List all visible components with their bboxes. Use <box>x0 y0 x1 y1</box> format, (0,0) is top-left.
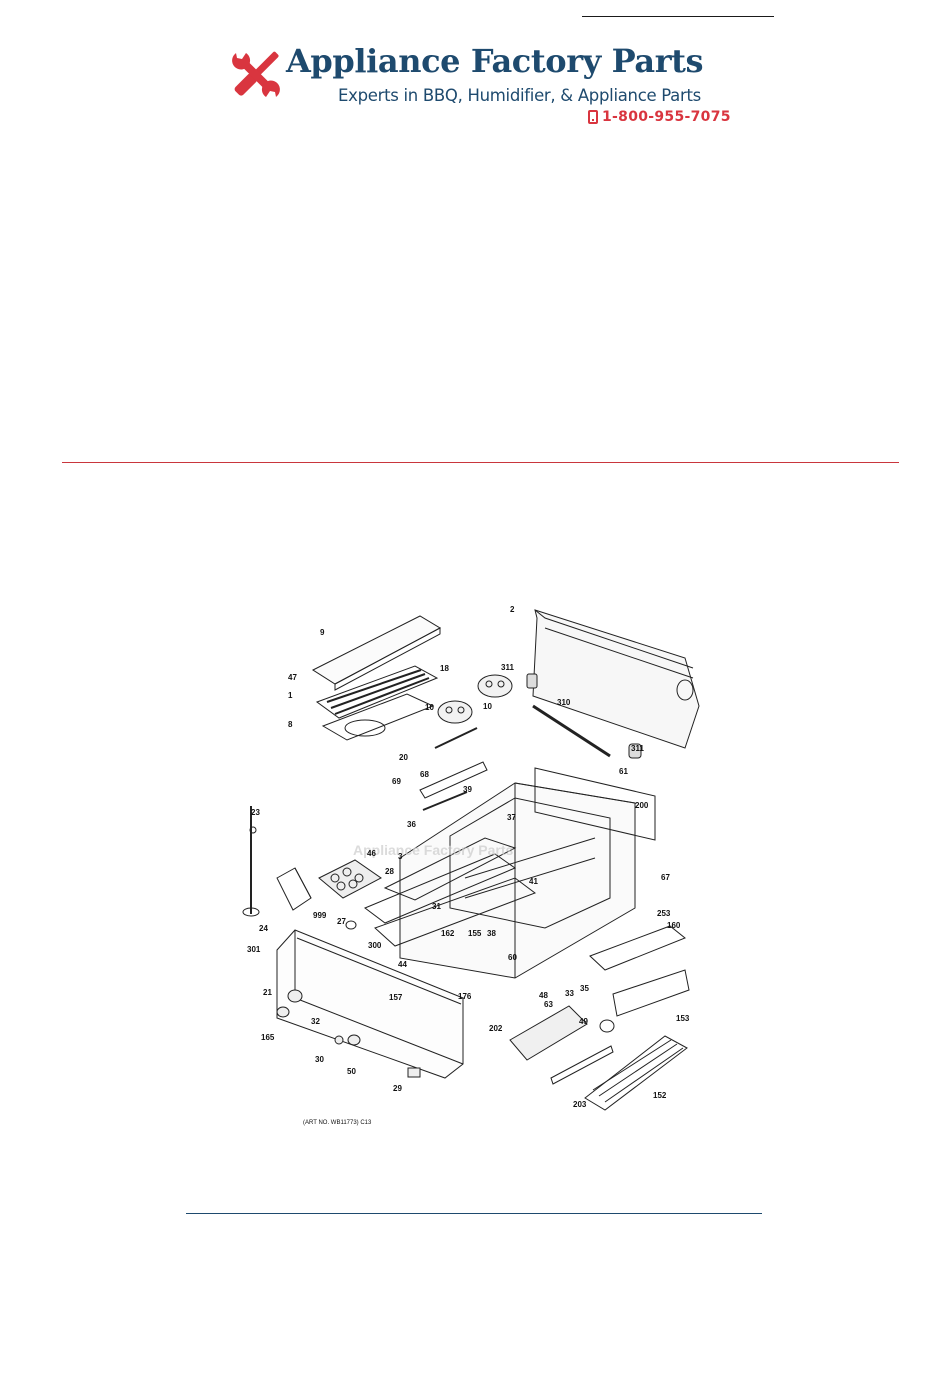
part-label-176: 176 <box>458 992 472 1001</box>
part-label-9: 9 <box>320 628 325 637</box>
part-label-202: 202 <box>489 1024 503 1033</box>
part-label-311: 311 <box>501 663 514 672</box>
part-label-60: 60 <box>508 953 517 962</box>
part-label-37: 37 <box>507 813 516 822</box>
part-label-30: 30 <box>315 1055 324 1064</box>
part-label-160: 160 <box>667 921 681 930</box>
footer-rule <box>186 1213 762 1214</box>
section-divider <box>62 462 899 463</box>
part-label-50: 50 <box>347 1067 356 1076</box>
part-label-153: 153 <box>676 1014 690 1023</box>
mobile-phone-icon <box>588 110 598 124</box>
part-label-27: 27 <box>337 917 346 926</box>
part-label-44: 44 <box>398 960 407 969</box>
part-label-69: 69 <box>392 777 401 786</box>
part-label-41: 41 <box>529 877 538 886</box>
part-label-28: 28 <box>385 867 394 876</box>
part-label-8: 8 <box>288 720 293 729</box>
phone-contact[interactable]: 1-800-955-7075 <box>588 109 731 125</box>
part-label-63: 63 <box>544 1000 553 1009</box>
part-label-157: 157 <box>389 993 403 1002</box>
part-label-29: 29 <box>393 1084 402 1093</box>
part-label-35: 35 <box>580 984 589 993</box>
part-label-200: 200 <box>635 801 649 810</box>
part-label-300: 300 <box>368 941 382 950</box>
wrench-screwdriver-icon <box>232 51 280 97</box>
part-label-253: 253 <box>657 909 671 918</box>
part-label-152: 152 <box>653 1091 667 1100</box>
part-label-68: 68 <box>420 770 429 779</box>
part-label-999: 999 <box>313 911 327 920</box>
top-rule <box>582 16 774 17</box>
part-label-48: 48 <box>539 991 548 1000</box>
part-label-67: 67 <box>661 873 670 882</box>
part-label-33: 33 <box>565 989 574 998</box>
part-label-36: 36 <box>407 820 416 829</box>
part-label-10: 10 <box>425 703 434 712</box>
phone-number[interactable]: 1-800-955-7075 <box>602 109 731 125</box>
part-label-301: 301 <box>247 945 261 954</box>
part-label-38: 38 <box>487 929 496 938</box>
part-label-21: 21 <box>263 988 272 997</box>
part-label-1: 1 <box>288 691 293 700</box>
part-label-46: 46 <box>367 849 376 858</box>
part-label-32: 32 <box>311 1017 320 1026</box>
art-number: (ART NO. WB11773) C13 <box>303 1120 372 1126</box>
part-label-310: 310 <box>557 698 571 707</box>
part-label-24: 24 <box>259 924 268 933</box>
part-label-20: 20 <box>399 753 408 762</box>
part-label-311: 311 <box>631 744 644 753</box>
diagram-watermark: Appliance Factory Parts <box>353 842 513 858</box>
part-label-23: 23 <box>251 808 260 817</box>
part-label-31: 31 <box>432 902 441 911</box>
part-label-47: 47 <box>288 673 297 682</box>
part-label-2: 2 <box>510 605 515 614</box>
part-label-18: 18 <box>440 664 449 673</box>
part-label-61: 61 <box>619 767 628 776</box>
tagline: Experts in BBQ, Humidifier, & Appliance … <box>338 86 701 105</box>
part-label-155: 155 <box>468 929 482 938</box>
part-label-165: 165 <box>261 1033 275 1042</box>
part-label-10: 10 <box>483 702 492 711</box>
diagram-drawing <box>242 609 700 1111</box>
part-label-162: 162 <box>441 929 455 938</box>
part-label-3: 3 <box>398 852 403 861</box>
part-label-49: 49 <box>579 1017 588 1026</box>
brand-name: Appliance Factory Parts <box>286 42 704 80</box>
part-label-39: 39 <box>463 785 472 794</box>
part-label-203: 203 <box>573 1100 587 1109</box>
